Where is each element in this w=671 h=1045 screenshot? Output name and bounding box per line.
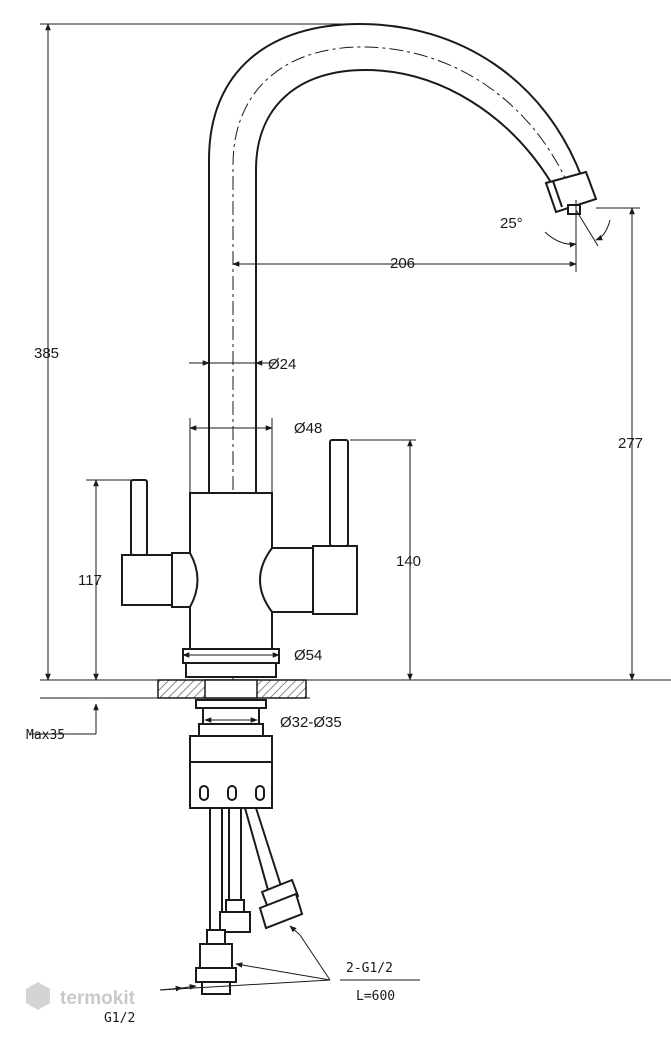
dimension-lines (30, 23, 640, 992)
hose-fittings (195, 878, 304, 995)
right-handle (259, 439, 358, 615)
hose-thread-label: 2-G1/2 (346, 961, 393, 976)
dim-overall-height: 385 (34, 345, 59, 362)
spout-centerline (232, 46, 568, 690)
dim-tube-diameter: Ø24 (268, 356, 296, 373)
dim-body-height: 140 (396, 553, 421, 570)
dim-body-diameter: Ø48 (294, 420, 322, 437)
hexagon-icon (26, 982, 50, 1010)
dim-reach: 206 (390, 255, 415, 272)
countertop (40, 679, 671, 699)
dim-angle: 25° (500, 215, 523, 232)
hoses (209, 807, 282, 930)
mounting-nut (189, 699, 273, 809)
hose-length-label: L=600 (356, 989, 395, 1004)
left-handle (121, 479, 199, 608)
watermark-text: termokit (60, 988, 136, 1009)
dim-max-countertop: Max35 (26, 728, 65, 743)
aerator (544, 170, 598, 215)
dim-base-diameter: Ø54 (294, 647, 322, 664)
dim-spout-height: 277 (618, 435, 643, 452)
dim-handle-height: 117 (78, 572, 102, 589)
watermark-logo: termokit (26, 982, 136, 1010)
inlet-thread-label: G1/2 (104, 1011, 135, 1026)
dim-hole-diameter: Ø32-Ø35 (280, 714, 342, 731)
